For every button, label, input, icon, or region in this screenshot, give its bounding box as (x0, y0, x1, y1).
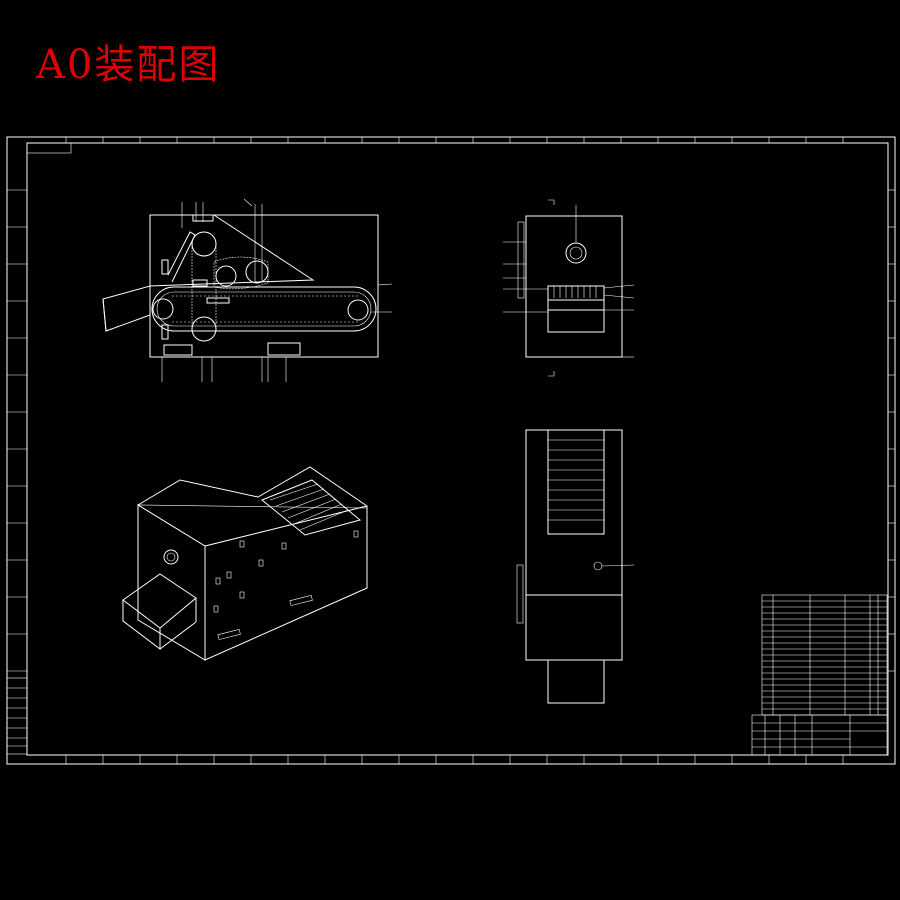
parts-list-table (761, 594, 888, 716)
isometric-view (122, 466, 368, 661)
top-view (516, 429, 635, 704)
side-view (503, 199, 635, 377)
front-view (102, 198, 393, 382)
title-block (751, 714, 888, 756)
drawing-title: A0装配图 (36, 42, 221, 88)
drawing-frame (6, 136, 896, 765)
